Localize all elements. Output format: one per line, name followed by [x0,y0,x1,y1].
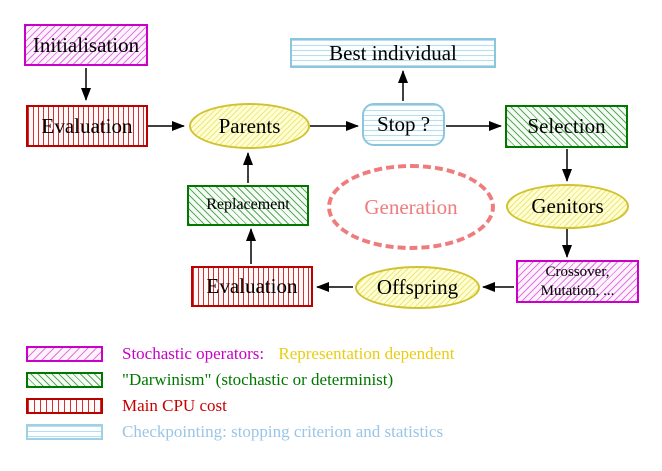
node-selection-label: Selection [527,114,606,139]
node-replacement: Replacement [187,185,309,226]
node-evaluation-bottom-label: Evaluation [206,274,298,299]
node-stop-label: Stop ? [376,112,431,137]
legend-main-cpu-cost-label: Main CPU cost [122,396,227,415]
legend-row-checkpointing: Checkpointing: stopping criterion and st… [26,422,443,442]
cyan-stripes-swatch [26,424,103,440]
node-evaluation-top: Evaluation [26,105,148,147]
legend-stochastic-operators-label: Stochastic operators: [122,344,265,363]
node-genitors: Genitors [506,184,629,229]
generation-label: Generation [364,194,458,219]
node-parents-label: Parents [218,113,281,138]
node-evaluation-bottom: Evaluation [191,266,313,307]
node-crossover-mutation: Crossover, Mutation, ... [516,260,639,303]
legend-row-stochastic-operators: Stochastic operators: Representation dep… [26,344,454,364]
legend-checkpointing-label: Checkpointing: stopping criterion and st… [122,422,444,441]
legend-darwinism-label: "Darwinism" (stochastic or determinist) [122,370,394,389]
node-genitors-label: Genitors [531,194,604,219]
node-best-individual: Best individual [290,38,496,68]
node-best-individual-label: Best individual [329,40,457,65]
node-selection: Selection [505,105,628,148]
node-initialisation: Initialisation [24,24,148,66]
generation-cycle-ellipse: Generation [327,164,495,250]
red-stripes-swatch [26,398,103,414]
node-evaluation-top-label: Evaluation [41,113,133,138]
node-crossover-line1: Crossover, [545,263,610,280]
legend-representation-dependent-label: Representation dependent [278,344,455,363]
legend-row-darwinism: "Darwinism" (stochastic or determinist) [26,370,393,390]
green-hatch-swatch [26,372,103,388]
node-initialisation-label: Initialisation [32,32,140,57]
node-stop: Stop ? [362,103,445,146]
legend-row-main-cpu-cost: Main CPU cost [26,396,227,416]
magenta-hatch-swatch [26,346,103,362]
node-crossover-line2: Mutation, ... [540,282,615,299]
legend-text-wrap: Stochastic operators: Representation dep… [122,344,454,364]
node-parents: Parents [189,103,310,149]
node-replacement-label: Replacement [206,196,290,214]
node-offspring-label: Offspring [376,275,459,300]
node-offspring: Offspring [355,266,480,309]
